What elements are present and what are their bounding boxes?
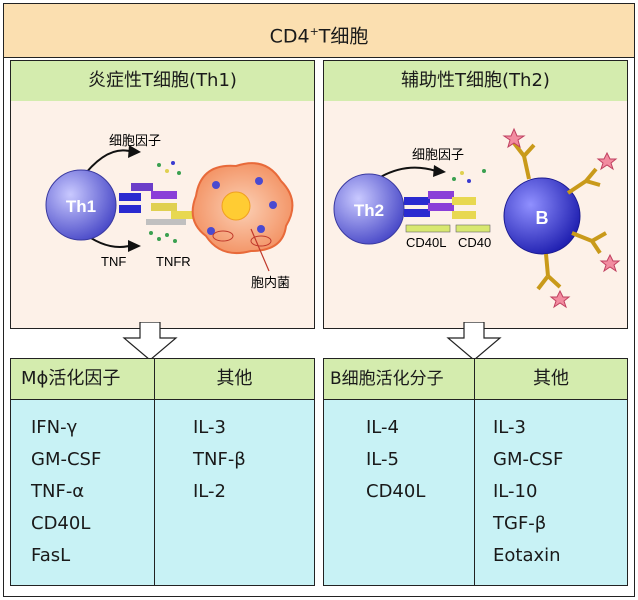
receptor-icon [428,203,454,211]
bacteria-dot [255,177,263,185]
antibody-icon [512,141,607,291]
list-item: CD40L [366,481,426,502]
cd40-bar [455,224,491,233]
th1-other-header: 其他 [154,358,315,400]
receptor-icon [146,219,186,225]
th2-cell-label: Th2 [354,201,384,220]
cd40l-label: CD40L [406,235,446,250]
list-item: CD40L [31,513,91,534]
tnfr-label: TNFR [156,254,191,269]
bacteria-label: 胞内菌 [251,275,290,291]
th1-header: 炎症性T细胞(Th1) [10,60,315,102]
list-item: IL-5 [366,449,399,470]
th2-other-header: 其他 [474,358,628,400]
cytokine-dot [165,233,169,237]
list-item: IL-4 [366,417,399,438]
arrow-head-icon [128,145,141,158]
cd40l-bar [405,224,451,233]
antigen-icon [502,127,621,309]
list-item: IL-3 [493,417,526,438]
receptor-icon [151,203,177,211]
title-main: CD4 [269,25,310,48]
receptor-icon [119,193,141,201]
cytokine-dot [171,161,175,165]
list-item: IL-3 [193,417,226,438]
th2-header: 辅助性T细胞(Th2) [323,60,628,102]
bacteria-dot [212,181,220,189]
cytokine-dot [460,171,464,175]
receptor-icon [428,191,454,199]
receptor-icon [404,209,430,217]
title-suffix: T细胞 [318,25,369,48]
list-item: Eotaxin [493,545,561,566]
b-cell-icon [503,177,581,255]
m-activation-header: Mϕ活化因子 [10,358,155,400]
nucleus-icon [221,191,251,221]
page-title: CD4+T细胞 [3,3,635,58]
th1-other-list: IL-3 TNF-β IL-2 [154,399,315,586]
list-item: TNF-β [193,449,246,470]
th1-diagram-panel: Th1 细胞因子 TNF TNFR 胞内菌 [10,101,315,329]
cytokine-label: 细胞因子 [109,134,161,149]
receptor-icon [404,197,430,205]
list-item: FasL [31,545,71,566]
th2-diagram-panel: Th2 B 细胞因子 CD40L [323,101,628,329]
list-item: IL-10 [493,481,538,502]
list-item: IL-2 [193,481,226,502]
receptor-icon [119,205,141,213]
cytokine-dot [482,169,486,173]
receptor-icon [452,211,476,219]
cytokine-dot [157,163,161,167]
list-item: TGF-β [493,513,547,534]
cytokine-dot [177,171,181,175]
th2-other-list: IL-3 GM-CSF IL-10 TGF-β Eotaxin [474,399,628,586]
pointer-line [250,228,270,272]
th2-diagram: Th2 B 细胞因子 CD40L [333,127,621,309]
m-activation-list: IFN-γ GM-CSF TNF-α CD40L FasL [10,399,155,586]
vesicle-icon [250,235,272,247]
th1-cell-icon [45,169,117,241]
receptor-icon [151,191,177,199]
down-arrow-icon [446,322,502,361]
cd40-label: CD40 [458,235,491,250]
title-sup: + [309,25,319,38]
receptor-icon [452,197,476,205]
vesicle-icon [212,230,234,242]
arrow-head-icon [128,240,141,252]
down-arrow-icon [122,322,178,361]
cytokine-dot [157,237,161,241]
b-activation-header: B细胞活化分子 [323,358,475,400]
cytokine-dot [149,231,153,235]
cytokine-dot [165,169,169,173]
bacteria-dot [207,227,215,235]
cytokine-dot [467,179,471,183]
th1-cell-label: Th1 [66,197,96,216]
b-activation-list: IL-4 IL-5 CD40L [323,399,475,586]
arrow-head-icon [433,165,446,177]
list-item: GM-CSF [31,449,102,470]
receptor-icon [171,211,193,219]
tnf-label: TNF [101,254,126,269]
b-cell-label: B [536,208,549,228]
th1-diagram: Th1 细胞因子 TNF TNFR 胞内菌 [45,134,294,291]
receptor-icon [131,183,153,191]
list-item: GM-CSF [493,449,564,470]
bacteria-dot [269,201,277,209]
cytokine-dot [173,239,177,243]
cytokine-label: 细胞因子 [412,148,464,163]
list-item: IFN-γ [31,417,78,438]
list-item: TNF-α [31,481,85,502]
bacteria-dot [257,225,265,233]
cytokine-dot [452,177,456,181]
